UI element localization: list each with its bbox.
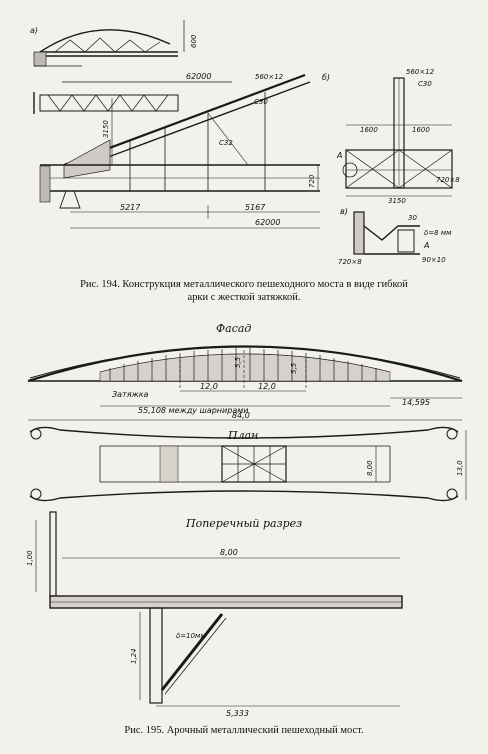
tie-label: Затяжка xyxy=(112,390,149,399)
dim-62000-top: 62000 xyxy=(186,72,211,81)
sec-c30-b: С30 xyxy=(254,98,268,106)
dim-5167: 5167 xyxy=(245,203,266,212)
panel-v-label: в) xyxy=(340,207,348,216)
fig195-facade: Фасад 5,5 5,5 12,0 12,0 Затяжка 55,108 м… xyxy=(27,322,463,421)
dim-12-right: 12,0 xyxy=(258,382,276,391)
sec-c32: С32 xyxy=(219,139,233,147)
dim-delta10: δ=10мм xyxy=(176,632,206,640)
facade-title: Фасад xyxy=(216,322,251,335)
dim-1-00: 1,00 xyxy=(26,550,34,566)
dim-8-plan: 8,00 xyxy=(366,460,374,476)
detail-a: А xyxy=(423,241,429,250)
fig194-caption-line2: арки с жесткой затяжкой. xyxy=(187,292,301,303)
dim-12-left: 12,0 xyxy=(200,382,218,391)
sec-560x12-b: 560×12 xyxy=(255,73,284,81)
fig195-cross-section: Поперечный разрез 1,00 8,00 δ=10мм 1,24 … xyxy=(26,511,403,718)
dim-720: 720 xyxy=(308,174,316,188)
fig195-caption: Рис. 195. Арочный металлический пешеходн… xyxy=(124,725,364,736)
dim-55108: 55,108 между шарнирами xyxy=(138,406,248,415)
plan-title: План xyxy=(227,429,258,442)
sec-720x8: 720×8 xyxy=(436,176,460,184)
fig194-caption-line1: Рис. 194. Конструкция металлического пеш… xyxy=(80,279,408,290)
dim-13: 13,0 xyxy=(456,460,464,476)
dim-600: 600 xyxy=(190,34,198,48)
fig194-cross-section: 560×12 С30 1600 1600 А 720×8 3150 xyxy=(336,68,460,205)
panel-a-label: а) xyxy=(30,26,38,35)
fig194-panel-a: а) 600 62000 xyxy=(30,20,232,114)
dim-3150-vert: 3150 xyxy=(102,120,110,138)
dim-5217: 5217 xyxy=(120,203,141,212)
dim-84: 84,0 xyxy=(232,411,250,420)
fig194-panel-b: б) 560×12 С30 С32 3150 720 5217 5167 620… xyxy=(39,73,330,229)
dim-5-5-left: 5,5 xyxy=(234,356,242,368)
mark-a: А xyxy=(336,151,342,160)
detail-720x8: 720×8 xyxy=(338,258,362,266)
fig194-detail-v: в) 30 δ=8 мм А 90×10 720×8 xyxy=(338,207,452,266)
fig195-plan: План 8,00 13,0 xyxy=(29,426,467,502)
dim-1600-left: 1600 xyxy=(360,126,378,134)
dim-8-00: 8,00 xyxy=(220,548,238,557)
dim-3150-bottom: 3150 xyxy=(388,197,406,205)
detail-30: 30 xyxy=(408,214,417,222)
panel-b-label: б) xyxy=(322,73,330,82)
dim-1600-right: 1600 xyxy=(412,126,430,134)
detail-d8: δ=8 мм xyxy=(424,229,452,237)
sec-c30-right: С30 xyxy=(418,80,432,88)
dim-5-5-right: 5,5 xyxy=(290,362,298,374)
dim-14595: 14,595 xyxy=(402,398,430,407)
sec-560x12-right: 560×12 xyxy=(406,68,435,76)
dim-62000-bottom: 62000 xyxy=(255,218,280,227)
dim-1-24: 1,24 xyxy=(130,648,138,664)
dim-5333: 5,333 xyxy=(226,709,249,718)
fig194-caption: Рис. 194. Конструкция металлического пеш… xyxy=(20,278,468,304)
detail-90x10: 90×10 xyxy=(422,256,446,264)
section-title: Поперечный разрез xyxy=(185,517,302,530)
